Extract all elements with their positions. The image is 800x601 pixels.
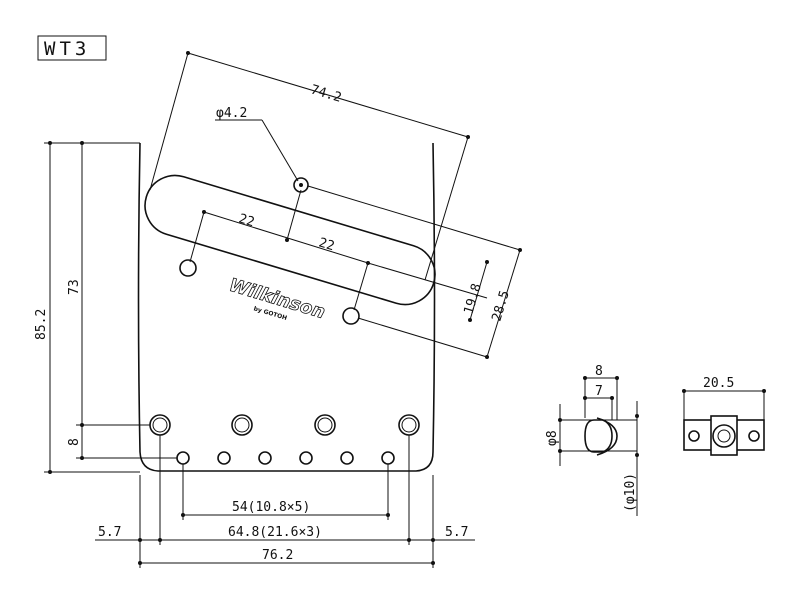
svg-text:8: 8 (67, 438, 82, 446)
svg-text:28.5: 28.5 (489, 289, 512, 323)
dim-22: 22 22 (189, 189, 370, 311)
title: WT3 (44, 38, 90, 60)
svg-text:φ8: φ8 (545, 430, 560, 446)
dim-verticals: 85.2 73 8 (34, 141, 177, 474)
svg-text:(φ10): (φ10) (623, 473, 638, 512)
svg-text:22: 22 (317, 235, 336, 254)
svg-text:76.2: 76.2 (262, 548, 293, 563)
svg-text:22: 22 (237, 211, 256, 230)
dim-hole-dia: φ4.2 (215, 106, 299, 182)
svg-text:5.7: 5.7 (445, 525, 468, 540)
svg-text:85.2: 85.2 (34, 309, 49, 340)
svg-text:73: 73 (67, 279, 82, 295)
svg-text:8: 8 (595, 364, 603, 379)
bridge-plate (137, 142, 436, 472)
wilkinson-logo: Wilkinson by GOTOH (226, 274, 328, 323)
saddle-side-view: 8 7 φ8 (φ10) (545, 364, 639, 516)
svg-text:74.2: 74.2 (309, 82, 343, 105)
pickup-slot (144, 174, 436, 306)
saddle-top-view: 20.5 (682, 376, 766, 456)
dim-74-2: 74.2 (149, 51, 470, 281)
title-box: WT3 (37, 35, 107, 61)
svg-text:20.5: 20.5 (703, 376, 734, 391)
svg-text:φ4.2: φ4.2 (216, 106, 247, 121)
string-holes (176, 451, 395, 465)
svg-text:7: 7 (595, 384, 603, 399)
svg-text:19.8: 19.8 (461, 282, 484, 316)
mounting-holes (179, 177, 360, 325)
dim-offsets: 19.8 28.5 (307, 185, 522, 359)
svg-text:64.8(21.6×3): 64.8(21.6×3) (228, 525, 322, 540)
dim-horizontals: 54(10.8×5) 5.7 64.8(21.6×3) 5.7 76.2 (95, 435, 475, 568)
svg-text:5.7: 5.7 (98, 525, 121, 540)
svg-text:54(10.8×5): 54(10.8×5) (232, 500, 310, 515)
saddle-holes (149, 414, 420, 436)
